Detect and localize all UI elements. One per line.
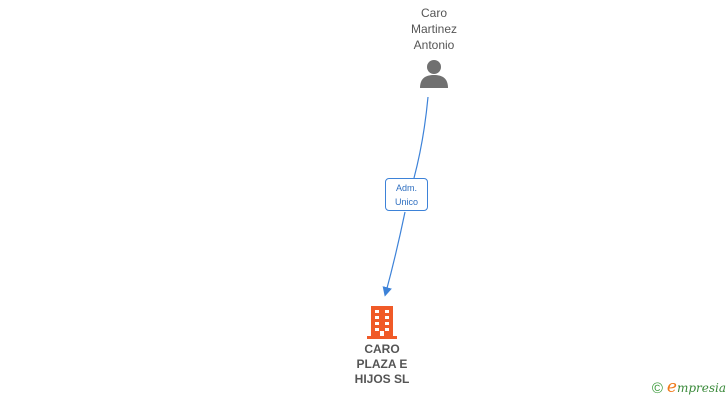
brand-name: mpresia (676, 381, 726, 395)
edge-line-label-to-company (382, 211, 406, 297)
copyright-icon: © (651, 379, 663, 397)
person-node[interactable]: Caro Martinez Antonio (384, 5, 484, 89)
brand-wordmark: empresia (667, 379, 726, 397)
person-icon (420, 60, 448, 88)
brand-logo[interactable]: © empresia (652, 379, 726, 397)
company-name[interactable]: CARO PLAZA E HIJOS SL (354, 342, 410, 386)
building-icon (367, 306, 397, 339)
edge-line-person-to-label (413, 96, 429, 179)
person-name[interactable]: Caro Martinez Antonio (410, 6, 457, 52)
brand-initial: e (666, 377, 677, 397)
relation-label[interactable]: Adm. Unico (385, 178, 428, 211)
company-node[interactable]: CARO PLAZA E HIJOS SL (334, 305, 430, 387)
